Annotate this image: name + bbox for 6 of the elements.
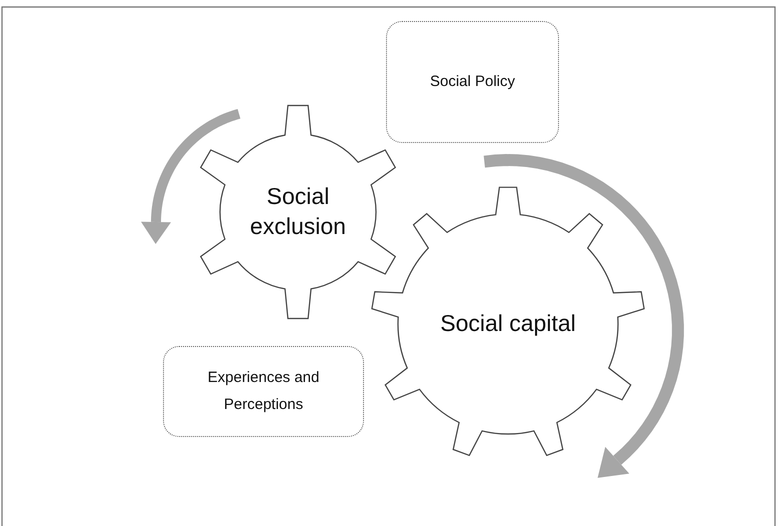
node-label: Experiences and Perceptions: [206, 368, 320, 414]
node-label: Social exclusion: [249, 182, 347, 241]
dotted-box: [163, 346, 364, 437]
node-label: Social Policy: [428, 72, 516, 92]
dotted-box: [386, 21, 559, 143]
node-label: Social capital: [439, 309, 577, 338]
